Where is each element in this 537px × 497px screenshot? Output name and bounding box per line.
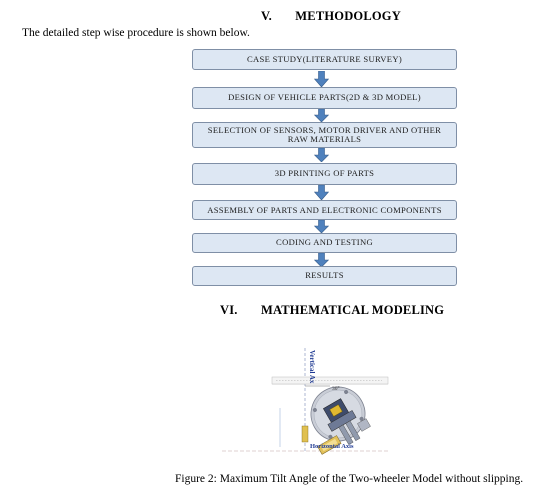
section-number: VI. (220, 303, 238, 317)
flow-arrow (314, 71, 329, 87)
section-title: MATHEMATICAL MODELING (260, 303, 445, 317)
section-heading-math-modeling: VI. MATHEMATICAL MODELING (220, 303, 444, 318)
flow-arrow (314, 185, 329, 200)
tilt-angle-figure: Vertical Ax Horizontal Axis 30° (220, 344, 390, 460)
flow-step-results: RESULTS (192, 266, 457, 286)
flow-arrow (314, 253, 329, 267)
angle-label: 30° (332, 385, 340, 392)
flow-step-coding: CODING AND TESTING (192, 233, 457, 253)
flow-step-case-study: CASE STUDY(LITERATURE SURVEY) (192, 49, 457, 70)
figure-caption: Figure 2: Maximum Tilt Angle of the Two-… (175, 473, 524, 485)
flow-arrow (314, 148, 329, 162)
section-number: V. (261, 9, 272, 23)
section-title: METHODOLOGY (295, 9, 401, 23)
flow-step-3d-printing: 3D PRINTING OF PARTS (192, 163, 457, 185)
section-heading-methodology: V. METHODOLOGY (261, 9, 401, 24)
flow-step-design: DESIGN OF VEHICLE PARTS(2D & 3D MODEL) (192, 87, 457, 109)
flow-arrow (314, 220, 329, 233)
horizontal-axis-label: Horizontal Axis (310, 443, 354, 450)
flow-step-selection: SELECTION OF SENSORS, MOTOR DRIVER AND O… (192, 122, 457, 148)
flow-arrow (314, 109, 329, 122)
flow-step-assembly: ASSEMBLY OF PARTS AND ELECTRONIC COMPONE… (192, 200, 457, 220)
vertical-axis-label: Vertical Ax (308, 350, 316, 384)
intro-paragraph: The detailed step wise procedure is show… (22, 27, 250, 39)
